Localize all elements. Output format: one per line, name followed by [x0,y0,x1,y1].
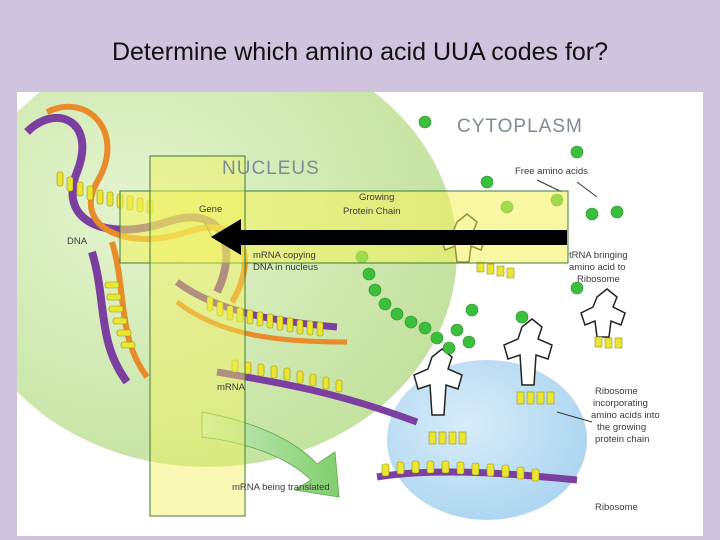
mrna-strand [216,359,419,426]
label-ribo-3: amino acids into [591,410,660,421]
label-growing-line1: Growing [359,192,394,203]
nucleus [17,92,457,467]
label-mrna-copying-2: DNA in nucleus [253,262,318,273]
label-ribo-5: protein chain [595,434,649,445]
pointer-arrow [211,219,567,255]
pointer-line [536,179,563,193]
label-mrna-translated: mRNA being translated [232,482,330,493]
label-gene: Gene [199,204,222,215]
label-growing-line2: Protein Chain [343,206,401,217]
label-mrna: mRNA [217,382,246,393]
label-trna-1: tRNA bringing [569,250,628,261]
label-mrna-copying-1: mRNA copying [253,250,316,261]
label-trna-3: Ribosome [577,274,620,285]
pointer-line [576,181,598,198]
label-ribosome: Ribosome [595,502,638,513]
label-cytoplasm: CYTOPLASM [457,116,583,137]
protein-synthesis-diagram: CYTOPLASM NUCLEUS Free amino acids Growi… [17,92,703,536]
label-dna: DNA [67,236,88,247]
label-trna-2: amino acid to [569,262,626,273]
slide-title: Determine which amino acid UUA codes for… [111,38,609,66]
translation-arrow [201,411,340,498]
trna-anticodons [428,261,623,445]
label-ribo-4: the growing [597,422,646,433]
label-ribo-1: Ribosome [595,386,638,397]
diagram-svg: CYTOPLASM NUCLEUS Free amino acids Growi… [17,92,660,520]
label-ribo-2: incorporating [593,398,648,409]
label-free-amino-acids: Free amino acids [515,166,588,177]
amino-acid-chain [355,250,584,355]
label-nucleus: NUCLEUS [222,158,320,179]
highlight-box-horizontal [119,190,569,264]
highlight-box-vertical [149,155,246,517]
pointer-line [556,411,593,423]
ribosome-mrna [376,460,578,484]
